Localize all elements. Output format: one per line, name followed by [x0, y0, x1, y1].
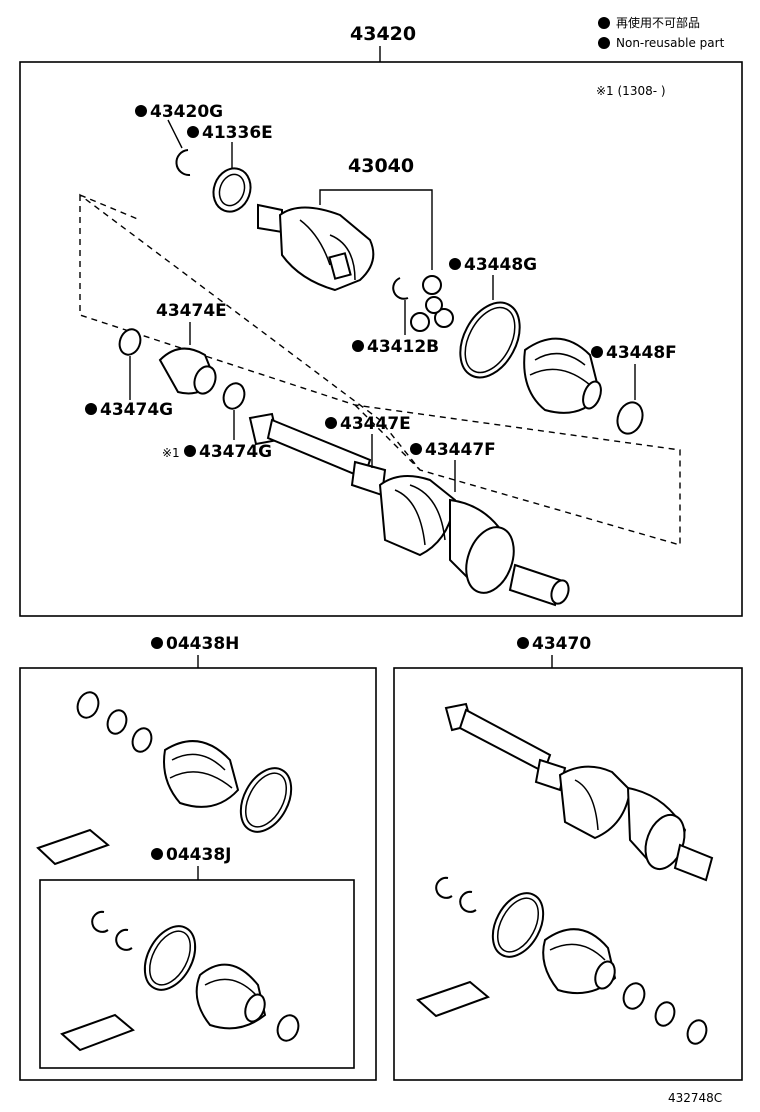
- inboard-joint-tulip-43040[interactable]: [257, 203, 375, 292]
- snap-ring-43412b[interactable]: [392, 277, 409, 300]
- kit-number-43470[interactable]: 43470: [532, 634, 591, 654]
- grease-pack-icon: [36, 828, 110, 866]
- non-reusable-bullet-icon: [187, 126, 199, 138]
- kit-frame-43470: [393, 667, 743, 1081]
- kit-frame-04438h: [19, 667, 377, 1081]
- boot-clamp-43448g[interactable]: [448, 292, 531, 387]
- legend-jp-text: 再使用不可部品: [616, 15, 700, 30]
- drive-shaft-assembly[interactable]: [248, 412, 572, 607]
- part-label-43040[interactable]: 43040: [348, 155, 414, 177]
- kit-number-04438h[interactable]: 04438H: [166, 634, 239, 654]
- non-reusable-bullet-icon: [591, 346, 603, 358]
- non-reusable-bullet-icon: [184, 445, 196, 457]
- assembly-number-43420[interactable]: 43420: [350, 23, 416, 45]
- part-label-43412b[interactable]: 43412B: [367, 337, 439, 357]
- top-assembly-frame: [19, 61, 743, 617]
- non-reusable-bullet-icon: [449, 258, 461, 270]
- part-label-43474g-2[interactable]: 43474G: [199, 442, 272, 462]
- grease-pack-icon: [60, 1013, 135, 1052]
- clamp-43474g[interactable]: [116, 326, 144, 357]
- part-note-1: ※1: [162, 446, 180, 460]
- part-label-43474e[interactable]: 43474E: [156, 301, 227, 321]
- part-label-43474g[interactable]: 43474G: [100, 400, 173, 420]
- non-reusable-bullet-icon: [135, 105, 147, 117]
- exploded-group-outline: [79, 193, 681, 546]
- kit-43470-parts[interactable]: [416, 702, 714, 1046]
- non-reusable-bullet-icon: [598, 17, 610, 29]
- clamp-43474g-2[interactable]: [220, 380, 248, 411]
- part-label-43448g[interactable]: 43448G: [464, 255, 537, 275]
- non-reusable-bullet-icon: [410, 443, 422, 455]
- tripod-joint[interactable]: [410, 275, 454, 332]
- part-label-43447f[interactable]: 43447F: [425, 440, 496, 460]
- diagram-id: 432748C: [668, 1091, 722, 1105]
- non-reusable-bullet-icon: [517, 637, 529, 649]
- non-reusable-bullet-icon: [151, 637, 163, 649]
- part-label-43420g[interactable]: 43420G: [150, 102, 223, 122]
- kit-frame-04438j: [39, 879, 355, 1069]
- non-reusable-bullet-icon: [598, 37, 610, 49]
- part-label-41336e[interactable]: 41336E: [202, 123, 273, 143]
- oil-seal-41336e[interactable]: [208, 163, 257, 217]
- kit-04438j-parts[interactable]: [60, 910, 302, 1052]
- non-reusable-bullet-icon: [352, 340, 364, 352]
- dynamic-damper-43474e[interactable]: [158, 347, 219, 397]
- kit-04438h-parts[interactable]: [36, 689, 301, 866]
- boot-clamp-43448f[interactable]: [613, 399, 646, 437]
- legend-en-text: Non-reusable part: [616, 36, 725, 50]
- part-label-43448f[interactable]: 43448F: [606, 343, 677, 363]
- non-reusable-bullet-icon: [325, 417, 337, 429]
- snap-ring-43420g[interactable]: [175, 149, 191, 177]
- non-reusable-bullet-icon: [151, 848, 163, 860]
- non-reusable-bullet-icon: [85, 403, 97, 415]
- grease-pack-icon: [416, 980, 490, 1018]
- note-serial-range: ※1 (1308- ): [596, 84, 666, 98]
- outboard-boot[interactable]: [523, 337, 604, 414]
- kit-number-04438j[interactable]: 04438J: [166, 845, 231, 865]
- legend: 再使用不可部品 Non-reusable part: [598, 15, 725, 50]
- part-label-43447e[interactable]: 43447E: [340, 414, 411, 434]
